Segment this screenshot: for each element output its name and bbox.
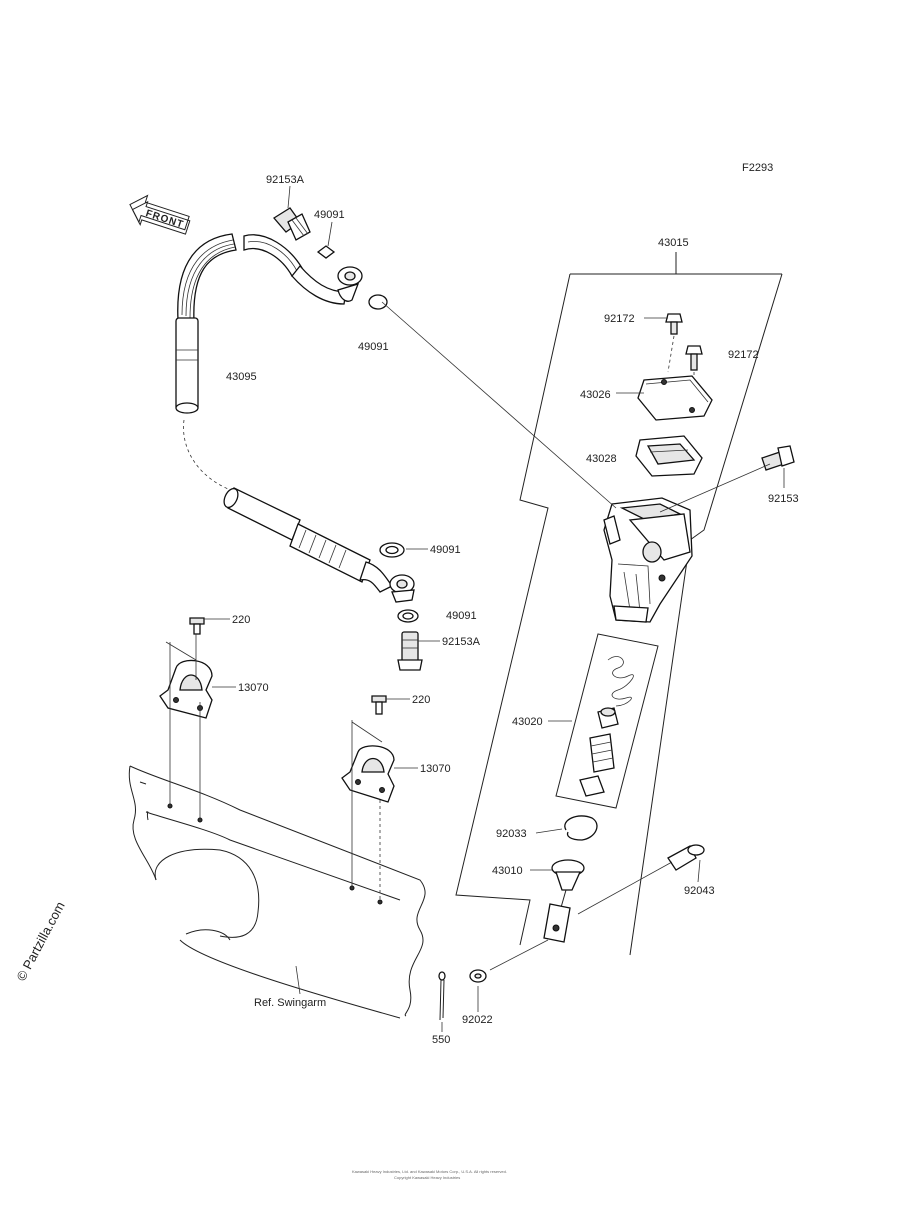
bolt-220-a[interactable] (189, 617, 205, 635)
lower-banjo-fittings[interactable] (379, 542, 423, 671)
bolt-92172-b[interactable] (685, 345, 703, 371)
callout-43015: 43015 (658, 237, 689, 249)
piston-kit-43020[interactable] (555, 633, 659, 809)
callout-43026: 43026 (580, 389, 611, 401)
callout-220-b: 220 (412, 694, 430, 706)
push-rod-43010[interactable] (543, 859, 585, 943)
cotter-pin-550[interactable] (438, 971, 446, 1021)
bolt-92172-a[interactable] (665, 313, 683, 335)
callout-43028: 43028 (586, 453, 617, 465)
callout-220-a: 220 (232, 614, 250, 626)
callout-92153a-top: 92153A (266, 174, 305, 186)
callout-leaders (204, 185, 785, 1032)
front-arrow-icon: FRONT (129, 194, 191, 235)
callout-92022: 92022 (462, 1014, 493, 1026)
callout-92153a-low: 92153A (442, 636, 481, 648)
callout-92172-b: 92172 (728, 349, 759, 361)
clamp-13070-b[interactable] (341, 745, 395, 803)
callout-49091-top: 49091 (314, 209, 345, 221)
assembly-bracket-43015 (455, 252, 783, 956)
reservoir-cap-43026[interactable] (637, 375, 713, 421)
washer-92022[interactable] (469, 969, 487, 983)
callout-92153: 92153 (768, 493, 799, 505)
washer-49091-top[interactable] (316, 245, 336, 259)
brake-hose-43095[interactable] (175, 233, 393, 593)
bolt-92153[interactable] (761, 445, 795, 471)
callout-92033: 92033 (496, 828, 527, 840)
washer-49091-mid[interactable] (368, 294, 388, 310)
callout-92043: 92043 (684, 885, 715, 897)
footer-line-2: Copyright Kawasaki Heavy Industries (394, 1175, 460, 1180)
watermark: © Partzilla.com (13, 899, 67, 983)
callout-49091-low1: 49091 (430, 544, 461, 556)
callout-43095: 43095 (226, 371, 257, 383)
callout-49091-low2: 49091 (446, 610, 477, 622)
swingarm-outline (128, 765, 426, 1019)
pin-92043[interactable] (667, 844, 705, 871)
diaphragm-43028[interactable] (635, 435, 703, 477)
callout-labels: 92153A 49091 43015 92172 92172 49091 430… (226, 174, 799, 1046)
callout-13070-b: 13070 (420, 763, 451, 775)
callout-92172-a: 92172 (604, 313, 635, 325)
banjo-bolt-92153a-top[interactable] (273, 207, 311, 241)
clamp-13070-a[interactable] (159, 659, 213, 719)
assembly-guide-lines (165, 301, 771, 971)
circlip-92033[interactable] (564, 815, 598, 841)
callout-13070-a: 13070 (238, 682, 269, 694)
master-cylinder-body[interactable] (603, 497, 693, 623)
callout-43010: 43010 (492, 865, 523, 877)
footer-copyright: Kawasaki Heavy Industries, Ltd. and Kawa… (352, 1169, 507, 1180)
callout-43020: 43020 (512, 716, 543, 728)
bolt-220-b[interactable] (371, 695, 387, 715)
callout-550: 550 (432, 1034, 450, 1046)
diagram-code: F2293 (742, 162, 773, 174)
footer-line-1: Kawasaki Heavy Industries, Ltd. and Kawa… (352, 1169, 507, 1174)
callout-49091-mid: 49091 (358, 341, 389, 353)
ref-swingarm-label: Ref. Swingarm (254, 997, 326, 1009)
